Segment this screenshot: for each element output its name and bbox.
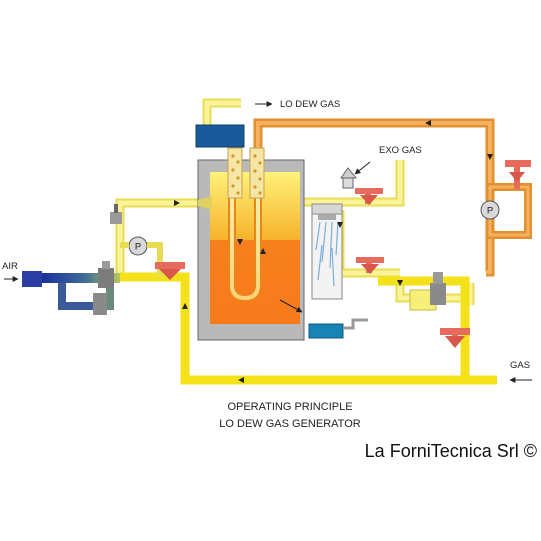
air-pump-label: P bbox=[135, 242, 141, 253]
condensate-tank bbox=[308, 318, 368, 339]
exo-pump: P bbox=[480, 200, 500, 220]
caption-line-2: LO DEW GAS GENERATOR bbox=[219, 418, 360, 430]
furnace bbox=[197, 159, 305, 341]
air-gauge bbox=[110, 204, 122, 224]
right-loop-valve bbox=[505, 160, 531, 189]
air-inlet-pipe bbox=[22, 261, 120, 315]
gas-valve-left bbox=[155, 262, 185, 280]
caption-line-1: OPERATING PRINCIPLE bbox=[227, 401, 352, 413]
air-pump: P bbox=[120, 236, 163, 277]
furnace-pointer bbox=[279, 299, 303, 313]
lo-dew-header bbox=[195, 124, 245, 148]
mixer-valve bbox=[356, 257, 384, 274]
air-label: AIR bbox=[2, 261, 18, 272]
mixer-assembly bbox=[409, 272, 446, 311]
exo-pump-label: P bbox=[487, 206, 493, 217]
lo-dew-gas-label: LO DEW GAS bbox=[280, 99, 340, 110]
gas-label: GAS bbox=[510, 360, 530, 371]
check-valve bbox=[340, 167, 358, 189]
gas-supply-line bbox=[120, 272, 497, 385]
gas-supply-valve bbox=[440, 328, 470, 348]
exo-cooler bbox=[311, 203, 343, 300]
exo-gas-label: EXO GAS bbox=[379, 145, 422, 156]
exo-gas-valve bbox=[355, 188, 383, 205]
copyright-notice: La ForniTecnica Srl © bbox=[365, 441, 537, 461]
exo-pointer bbox=[354, 161, 371, 175]
flow-arrows bbox=[174, 120, 493, 383]
exo-gas-loop-highlight bbox=[256, 121, 492, 274]
catalyst-tubes bbox=[227, 147, 265, 199]
